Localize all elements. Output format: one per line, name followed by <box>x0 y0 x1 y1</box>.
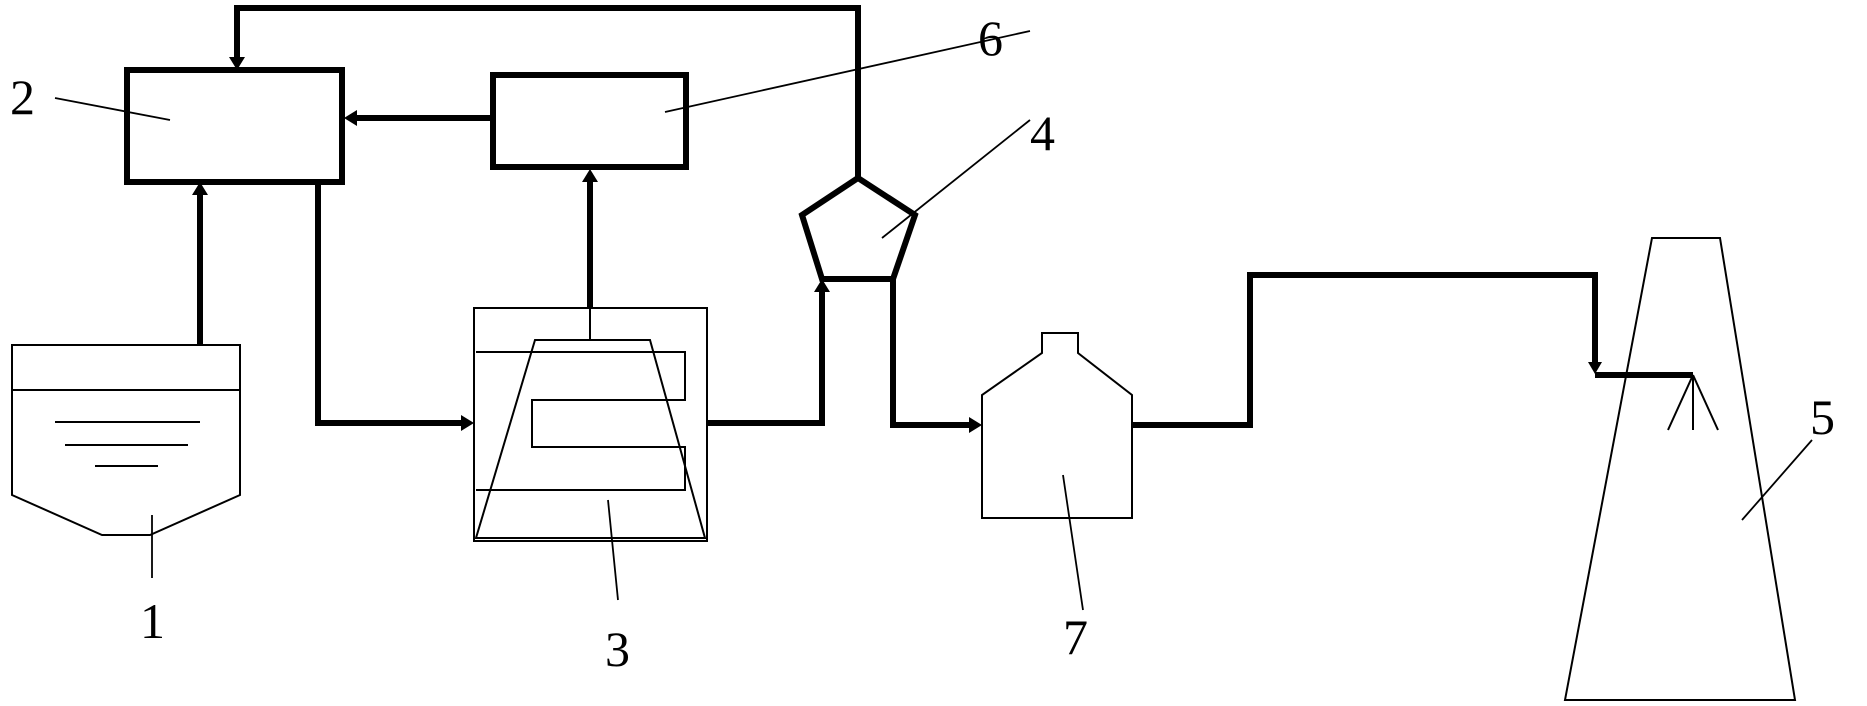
label-5: 5 <box>1810 389 1835 445</box>
apparatus-3 <box>473 307 708 542</box>
label-4: 4 <box>1030 105 1055 161</box>
vessel-7 <box>981 332 1133 519</box>
label-7: 7 <box>1063 609 1088 665</box>
leader-lines <box>54 30 1813 611</box>
tower-5 <box>1563 237 1797 701</box>
label-1: 1 <box>140 593 165 649</box>
pump-4 <box>798 174 919 282</box>
number-labels: 1 2 3 4 5 6 7 <box>10 10 1835 677</box>
unit-box-2 <box>124 67 345 185</box>
label-3: 3 <box>605 621 630 677</box>
flow-lines <box>192 5 1693 433</box>
label-6: 6 <box>978 10 1003 66</box>
tank-1 <box>11 344 241 536</box>
spray-nozzle <box>1667 374 1719 431</box>
label-2: 2 <box>10 69 35 125</box>
unit-box-6 <box>490 72 689 170</box>
